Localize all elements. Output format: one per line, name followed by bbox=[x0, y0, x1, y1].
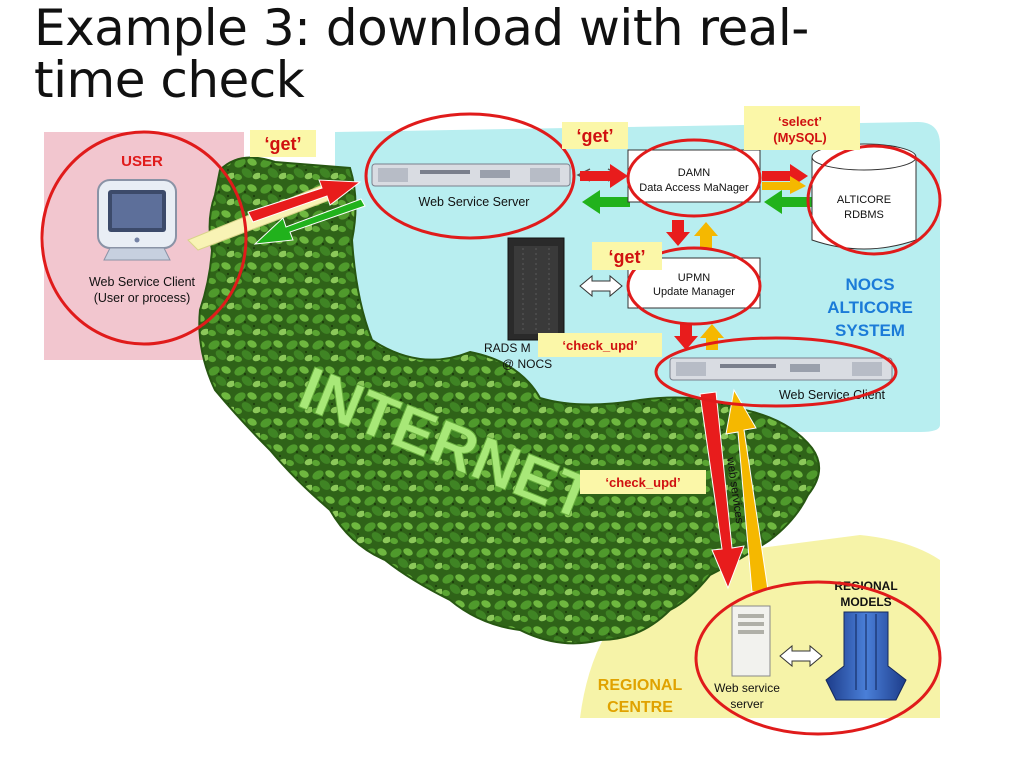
arrow-server-to-user bbox=[253, 198, 366, 245]
arrow-server-to-damn bbox=[580, 164, 628, 188]
damn-line-2: Data Access MaNager bbox=[639, 182, 749, 194]
server-models-double-arrow bbox=[779, 644, 823, 668]
tag-check-upd-internet-text: ‘check_upd’ bbox=[605, 475, 680, 490]
system-line-2: ALTICORE bbox=[827, 298, 913, 317]
tag-select-line-2: (MySQL) bbox=[773, 130, 826, 145]
web-service-client-rack bbox=[669, 357, 893, 381]
database-icon bbox=[811, 143, 917, 250]
tag-select-mysql: ‘select’ (MySQL) bbox=[744, 106, 860, 150]
tag-get-upmn-text: ‘get’ bbox=[608, 247, 645, 267]
arrow-upmn-to-client bbox=[674, 324, 698, 350]
system-line-3: SYSTEM bbox=[835, 321, 905, 340]
arrow-yellow-damn-db bbox=[762, 176, 806, 194]
tag-check-upd-internet: ‘check_upd’ bbox=[580, 470, 706, 494]
tag-get-user-text: ‘get’ bbox=[264, 134, 301, 154]
arrow-damn-to-upmn bbox=[666, 220, 690, 246]
tag-check-upd-nocs: ‘check_upd’ bbox=[538, 333, 662, 357]
tag-get-damn-text: ‘get’ bbox=[576, 126, 613, 146]
tag-get-damn: ‘get’ bbox=[562, 122, 628, 149]
imac-icon bbox=[97, 179, 177, 261]
ring-database bbox=[806, 144, 942, 256]
damn-box bbox=[627, 149, 761, 203]
ring-upmn bbox=[626, 246, 762, 326]
regional-centre-line-1: REGIONAL bbox=[598, 677, 683, 694]
tag-check-upd-nocs-text: ‘check_upd’ bbox=[562, 338, 637, 353]
ring-user bbox=[40, 130, 248, 346]
rads-line-1: RADS M bbox=[484, 341, 531, 355]
web-service-server-label: Web Service Server bbox=[419, 195, 530, 209]
ring-web-service-client bbox=[654, 336, 898, 408]
rads-line-2: @ NOCS bbox=[502, 357, 552, 371]
regional-server-line-2: server bbox=[730, 697, 763, 711]
arrow-damn-to-server bbox=[582, 190, 630, 214]
tag-select-line-1: ‘select’ bbox=[778, 114, 822, 129]
web-service-server-rack bbox=[371, 163, 571, 187]
upmn-line-2: Update Manager bbox=[653, 286, 735, 298]
user-heading: USER bbox=[121, 153, 163, 170]
tag-get-user: ‘get’ bbox=[250, 130, 316, 157]
arrow-regional-to-nocs bbox=[725, 388, 769, 593]
system-line-1: NOCS bbox=[845, 275, 894, 294]
arrow-nocs-to-regional bbox=[699, 391, 745, 590]
ring-regional-centre bbox=[694, 580, 942, 736]
ring-damn bbox=[626, 138, 762, 218]
database-line-1: ALTICORE bbox=[837, 194, 891, 206]
rads-server-icon bbox=[507, 237, 565, 341]
regional-server-line-1: Web service bbox=[714, 681, 780, 695]
slide-title: Example 3: download with real- time chec… bbox=[34, 2, 809, 106]
supercomputer-icon bbox=[825, 611, 907, 701]
arrow-upmn-to-damn bbox=[694, 222, 718, 248]
ring-web-service-server bbox=[364, 112, 576, 240]
slide-title-line-1: Example 3: download with real- bbox=[34, 0, 809, 57]
regional-server-tower-icon bbox=[731, 605, 771, 677]
highlight-rings bbox=[40, 112, 942, 736]
upmn-line-1: UPMN bbox=[678, 272, 710, 284]
arrow-db-to-damn bbox=[764, 190, 812, 214]
damn-line-1: DAMN bbox=[678, 167, 710, 179]
slide-title-line-2: time check bbox=[34, 51, 305, 109]
regional-models-line-1: REGIONAL bbox=[834, 579, 897, 593]
arrow-user-to-server bbox=[247, 179, 362, 223]
tag-get-upmn: ‘get’ bbox=[592, 242, 662, 270]
user-client-line-1: Web Service Client bbox=[89, 275, 196, 289]
regional-centre-line-2: CENTRE bbox=[607, 699, 673, 716]
rads-upmn-double-arrow bbox=[579, 274, 623, 298]
regional-models-line-2: MODELS bbox=[840, 595, 891, 609]
web-service-client-label: Web Service Client bbox=[779, 388, 886, 402]
database-line-2: RDBMS bbox=[844, 209, 884, 221]
user-client-line-2: (User or process) bbox=[94, 291, 191, 305]
